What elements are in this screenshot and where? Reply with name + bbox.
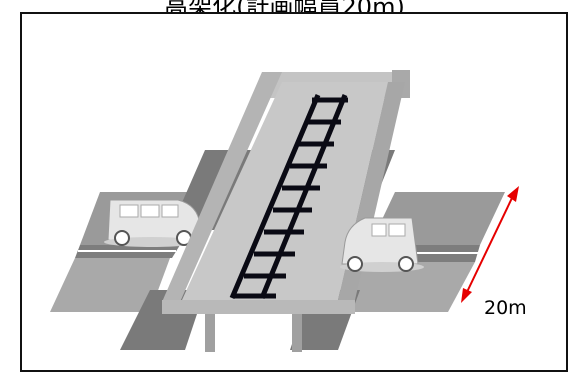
car-left (104, 199, 201, 247)
viaduct-front-face (162, 300, 355, 314)
viaduct-pier-right (292, 314, 302, 352)
dimension-arrowhead-top (507, 186, 519, 202)
car-left-wheel-front (114, 230, 130, 246)
car-right-window-2 (388, 223, 406, 237)
road-left-lower (50, 258, 170, 312)
dimension-arrowhead-bottom (461, 288, 472, 303)
width-dimension-arrow (461, 186, 519, 303)
car-right-wheel-front (347, 256, 363, 272)
viaduct-deck (182, 82, 388, 300)
viaduct-left-wall (162, 72, 282, 302)
viaduct-pier-left (205, 314, 215, 352)
track-sleepers (234, 97, 348, 299)
car-left-window-3 (161, 204, 179, 218)
viaduct (162, 70, 410, 352)
car-right-window-1 (371, 223, 387, 237)
track-rail-left (229, 94, 321, 299)
dimension-arrow-line (466, 197, 513, 293)
track-rail-right (259, 94, 348, 299)
car-left-window-2 (140, 204, 160, 218)
road-right-lower (330, 262, 475, 312)
car-right-wheel-rear (398, 256, 414, 272)
width-dimension-label: 20m (484, 297, 527, 319)
car-right (340, 217, 424, 272)
car-left-window-1 (119, 204, 139, 218)
